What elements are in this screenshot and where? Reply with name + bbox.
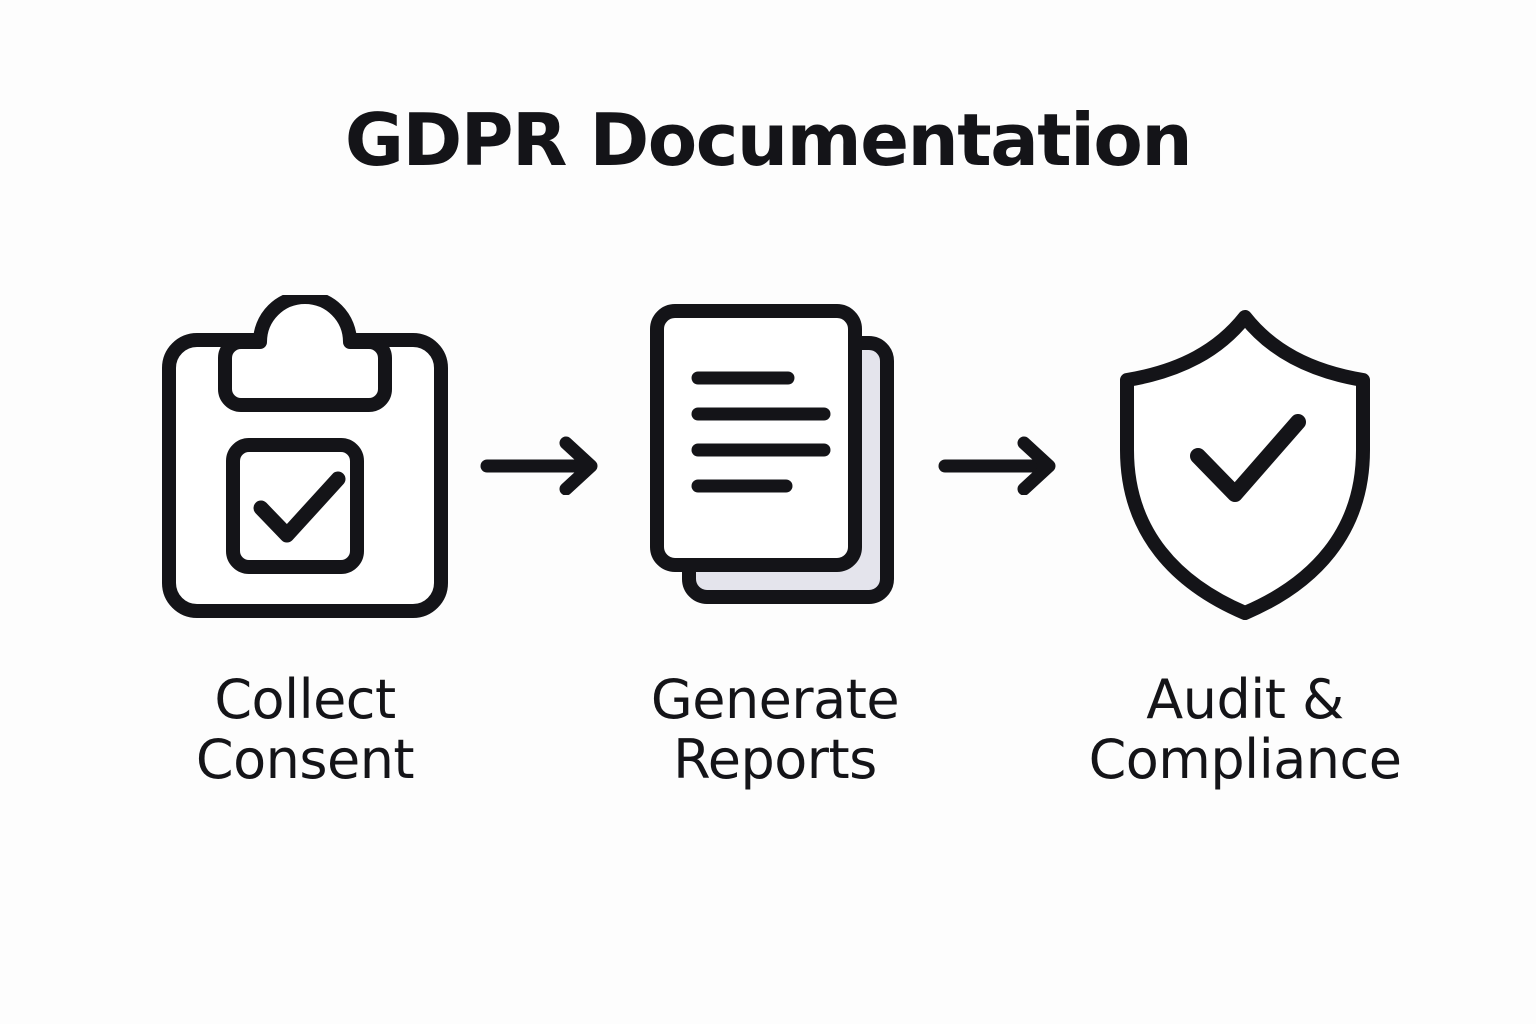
flow-step-label: Generate Reports	[565, 668, 985, 792]
flow-step-label-line2: Reports	[673, 728, 877, 792]
shield-check-icon	[1065, 280, 1425, 640]
clipboard-check-icon	[125, 280, 485, 640]
documents-stack-icon	[595, 280, 955, 640]
arrow-right-icon	[938, 435, 1068, 495]
flow-step-label-line2: Consent	[195, 728, 415, 792]
page-title: GDPR Documentation	[344, 98, 1193, 182]
flow-step-audit-compliance[interactable]: Audit & Compliance	[1065, 280, 1425, 840]
arrow-right-icon	[480, 435, 610, 495]
flow-step-label: Audit & Compliance	[1035, 668, 1455, 792]
flow-step-label: Collect Consent	[95, 668, 515, 792]
flow-step-generate-reports[interactable]: Generate Reports	[595, 280, 955, 840]
flow-step-label-line2: Compliance	[1088, 728, 1402, 792]
flow-step-label-line1: Generate	[650, 668, 900, 731]
flow-step-collect-consent[interactable]: Collect Consent	[125, 280, 485, 840]
process-flow: Collect Consent	[0, 280, 1536, 840]
flow-step-label-line1: Collect	[214, 668, 396, 731]
flow-step-label-line1: Audit &	[1146, 668, 1344, 731]
